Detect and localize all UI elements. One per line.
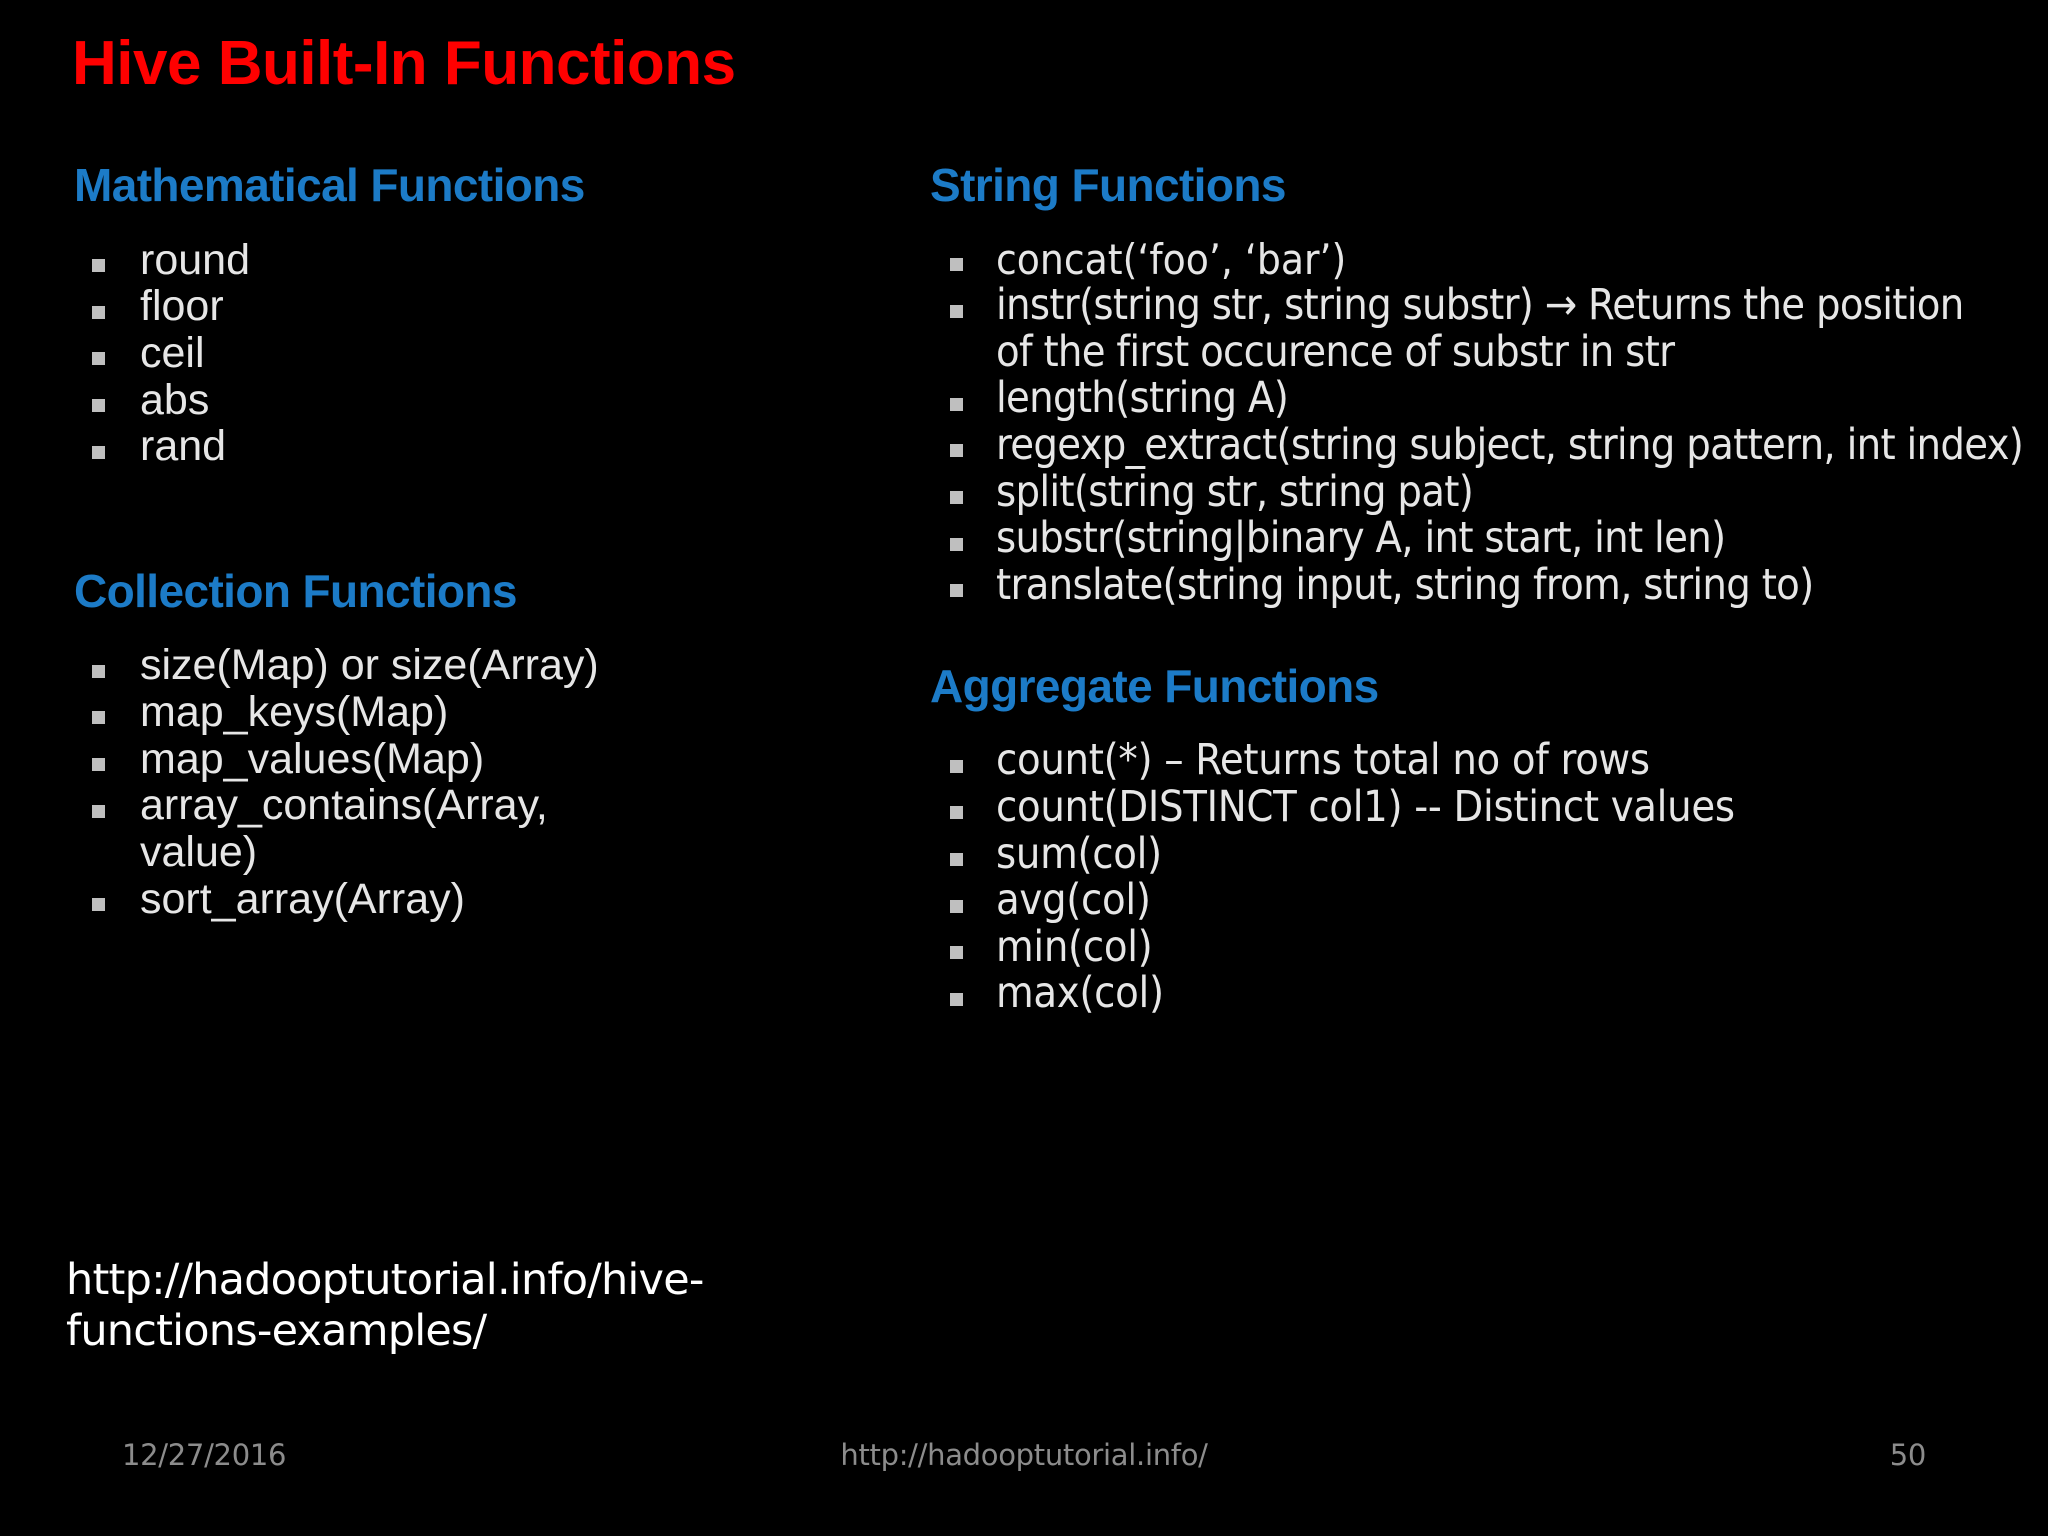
list-item-label: sum(col) xyxy=(996,828,1162,879)
square-bullet-icon xyxy=(92,711,105,725)
list-item-label: avg(col) xyxy=(996,875,1151,926)
list-item: substr(string|binary A, int start, int l… xyxy=(930,515,2020,562)
section-heading-aggregate-functions: Aggregate Functions xyxy=(930,659,1379,712)
square-bullet-icon xyxy=(950,759,963,773)
left-content-column: Mathematical Functions round floor ceil … xyxy=(64,160,864,922)
list-item: min(col) xyxy=(930,921,2020,972)
reference-link[interactable]: http://hadooptutorial.info/hive-function… xyxy=(66,1255,704,1356)
square-bullet-icon xyxy=(92,258,105,272)
footer-page-number: 50 xyxy=(1889,1438,1927,1472)
list-item-label: rand xyxy=(140,422,227,471)
list-item-label: sort_array(Array) xyxy=(140,874,465,923)
list-item: regexp_extract(string subject, string pa… xyxy=(930,422,2048,469)
string-functions-list: concat(‘foo’, ‘bar’) instr(string str, s… xyxy=(930,234,2024,609)
square-bullet-icon xyxy=(950,304,963,318)
square-bullet-icon xyxy=(92,897,105,911)
list-item-label: concat(‘foo’, ‘bar’) xyxy=(996,234,1347,284)
square-bullet-icon xyxy=(950,852,963,866)
list-item: max(col) xyxy=(930,970,2020,1017)
list-item-label: array_contains(Array, value) xyxy=(140,781,548,876)
square-bullet-icon xyxy=(950,992,963,1006)
square-bullet-icon xyxy=(950,537,963,551)
square-bullet-icon xyxy=(950,491,963,505)
list-item: abs xyxy=(64,375,864,424)
square-bullet-icon xyxy=(950,444,963,458)
list-item: map_keys(Map) xyxy=(64,689,864,736)
list-item: floor xyxy=(64,283,864,330)
slide-footer: 12/27/2016 http://hadooptutorial.info/ 5… xyxy=(0,1438,2048,1498)
list-item: translate(string input, string from, str… xyxy=(930,562,2020,609)
list-item: ceil xyxy=(64,330,864,377)
square-bullet-icon xyxy=(92,804,105,818)
list-item: length(string A) xyxy=(930,375,2020,422)
list-item: instr(string str, string substr) → Retur… xyxy=(930,282,1996,375)
list-item-label: map_values(Map) xyxy=(140,734,485,783)
section-heading-collection-functions: Collection Functions xyxy=(74,564,517,617)
list-item: sum(col) xyxy=(930,828,2020,879)
square-bullet-icon xyxy=(92,664,105,678)
square-bullet-icon xyxy=(92,398,105,412)
section-heading-string-functions: String Functions xyxy=(930,159,1286,211)
list-item-label: round xyxy=(140,235,250,284)
page-title: Hive Built-In Functions xyxy=(72,29,736,98)
list-item-label: instr(string str, string substr) → Retur… xyxy=(996,280,1964,377)
list-item: rand xyxy=(64,423,864,470)
collection-functions-list: size(Map) or size(Array) map_keys(Map) m… xyxy=(64,642,864,922)
square-bullet-icon xyxy=(950,946,963,960)
list-item: array_contains(Array, value) xyxy=(64,782,610,875)
square-bullet-icon xyxy=(950,258,963,272)
list-item-label: abs xyxy=(140,375,210,424)
spacer xyxy=(930,609,2020,661)
spacer xyxy=(930,711,2020,737)
list-item-label: split(string str, string pat) xyxy=(996,466,1474,517)
footer-date: 12/27/2016 xyxy=(122,1438,287,1472)
list-item-label: map_keys(Map) xyxy=(140,688,449,737)
spacer xyxy=(64,211,864,237)
list-item: size(Map) or size(Array) xyxy=(64,642,864,689)
spacer xyxy=(930,211,2020,237)
square-bullet-icon xyxy=(950,584,963,598)
aggregate-functions-list: count(*) – Returns total no of rows coun… xyxy=(930,737,2020,1017)
list-item-label: size(Map) or size(Array) xyxy=(140,641,599,690)
spacer xyxy=(64,470,864,566)
list-item: split(string str, string pat) xyxy=(930,466,2020,517)
square-bullet-icon xyxy=(950,899,963,913)
list-item-label: length(string A) xyxy=(996,373,1289,424)
list-item: round xyxy=(64,235,864,284)
square-bullet-icon xyxy=(950,806,963,820)
square-bullet-icon xyxy=(92,352,105,366)
square-bullet-icon xyxy=(92,445,105,459)
list-item-label: ceil xyxy=(140,328,205,377)
list-item-label: floor xyxy=(140,282,224,331)
list-item-label: substr(string|binary A, int start, int l… xyxy=(996,513,1726,564)
list-item-label: count(DISTINCT col1) -- Distinct values xyxy=(996,781,1735,832)
list-item-label: count(*) – Returns total no of rows xyxy=(996,735,1650,786)
list-item: count(DISTINCT col1) -- Distinct values xyxy=(930,784,2020,831)
list-item-label: max(col) xyxy=(996,968,1164,1019)
footer-url[interactable]: http://hadooptutorial.info/ xyxy=(840,1438,1208,1472)
square-bullet-icon xyxy=(950,397,963,411)
list-item: map_values(Map) xyxy=(64,734,864,783)
list-item: count(*) – Returns total no of rows xyxy=(930,737,2020,784)
right-content-column: String Functions concat(‘foo’, ‘bar’) in… xyxy=(930,159,2024,1017)
list-item: avg(col) xyxy=(930,877,2020,924)
square-bullet-icon xyxy=(92,758,105,772)
spacer xyxy=(64,616,864,642)
square-bullet-icon xyxy=(92,305,105,319)
list-item-label: translate(string input, string from, str… xyxy=(996,560,1814,610)
list-item-label: regexp_extract(string subject, string pa… xyxy=(996,420,2024,471)
list-item-label: min(col) xyxy=(996,921,1153,972)
section-heading-mathematical-functions: Mathematical Functions xyxy=(74,159,585,211)
list-item: concat(‘foo’, ‘bar’) xyxy=(930,234,2020,284)
mathematical-functions-list: round floor ceil abs rand xyxy=(64,235,864,470)
list-item: sort_array(Array) xyxy=(64,874,864,923)
